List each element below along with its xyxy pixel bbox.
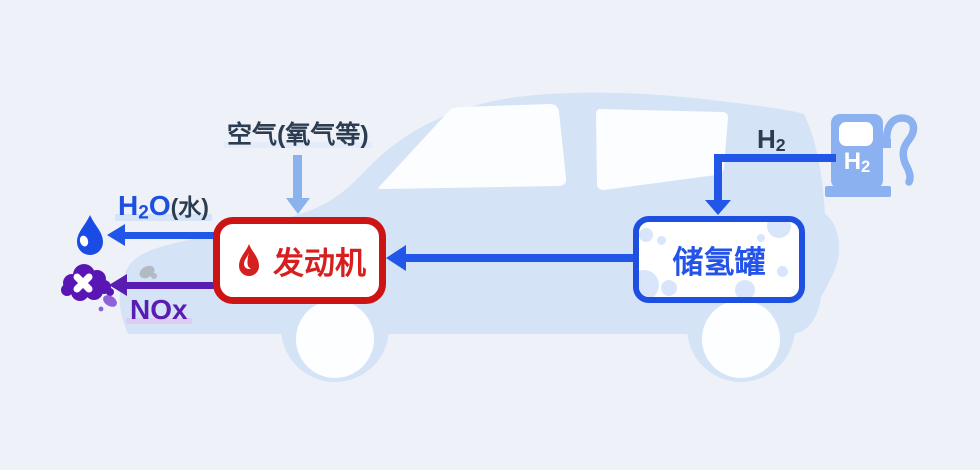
pump-h2-base: H [843,148,862,175]
air-arrow-shaft [293,155,302,200]
tank-bubble [639,270,659,297]
air-arrowhead [286,198,310,214]
purple-smoke-puff-icon [98,295,117,312]
hydrogen-pump-icon [825,114,918,197]
pump-nozzle-arm [879,139,891,148]
h2o-h: H [118,190,139,221]
gray-smoke-puff-icon [139,265,157,279]
h2o-o: O [148,190,171,221]
h2-supply-subscript: 2 [775,135,786,156]
tank-bubble [767,222,791,238]
front-wheel-hub [296,300,374,378]
tank-bubble [661,280,677,296]
nox-arrow-shaft [126,282,216,289]
h2-supply-label: H2 [757,124,786,156]
h2o-suffix: (水) [170,194,209,220]
front-window [377,104,567,189]
h2o-subscript: 2 [138,202,149,224]
h2o-arrow-shaft [124,232,216,239]
pump-to-tank-arrowhead [705,200,731,215]
pump-to-tank-arrow-horizontal [714,154,836,162]
h2o-arrowhead [107,224,125,246]
tank-label: 储氢罐 [672,245,766,280]
cloud-x-mark [73,273,93,293]
hydrogen-tank-box: 储氢罐 [633,216,805,303]
water-droplet-icon [77,215,103,255]
flame-icon [239,243,259,276]
pump-h2-subscript: 2 [861,157,871,176]
pump-h2-label: H2 [831,148,883,176]
tank-to-engine-arrowhead [386,245,406,271]
engine-label: 发动机 [273,246,366,281]
pump-screen [839,122,873,146]
tank-bubble [639,228,653,242]
pump-nozzle-hose [882,114,918,186]
h2o-label: H2O(水) [115,190,212,224]
air-label: 空气(氧气等) [224,123,372,148]
tank-to-engine-arrow-shaft [404,254,633,262]
smog-cloud-icon [61,264,114,301]
tank-bubble [757,234,765,242]
pump-to-tank-arrow-vertical [714,154,722,201]
tank-bubble [777,266,788,277]
engine-box: 发动机 [213,217,386,304]
rear-wheel-hub [702,300,780,378]
tank-bubble [657,236,666,245]
tank-bubble [735,280,755,297]
h2o-label-text: H2O(水) [115,190,212,224]
nox-label: NOx [126,296,192,324]
h2-supply-base: H [757,124,776,154]
rear-window [596,109,728,190]
